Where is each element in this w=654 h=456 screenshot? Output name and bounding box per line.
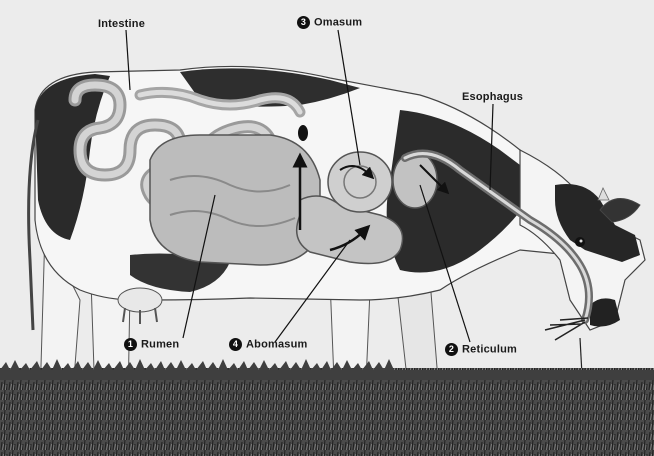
abomasum-number-badge: 4 <box>229 338 242 351</box>
reticulum-number-badge: 2 <box>445 343 458 356</box>
esophagus-label: Esophagus <box>462 91 523 103</box>
omasum-number-badge: 3 <box>297 16 310 29</box>
rumen-number-badge: 1 <box>124 338 137 351</box>
reticulum-organ <box>393 152 437 208</box>
intestine-label: Intestine <box>98 18 145 30</box>
rumen-organ <box>150 135 320 265</box>
omasum-organ <box>328 152 392 212</box>
grass-field <box>0 368 654 456</box>
